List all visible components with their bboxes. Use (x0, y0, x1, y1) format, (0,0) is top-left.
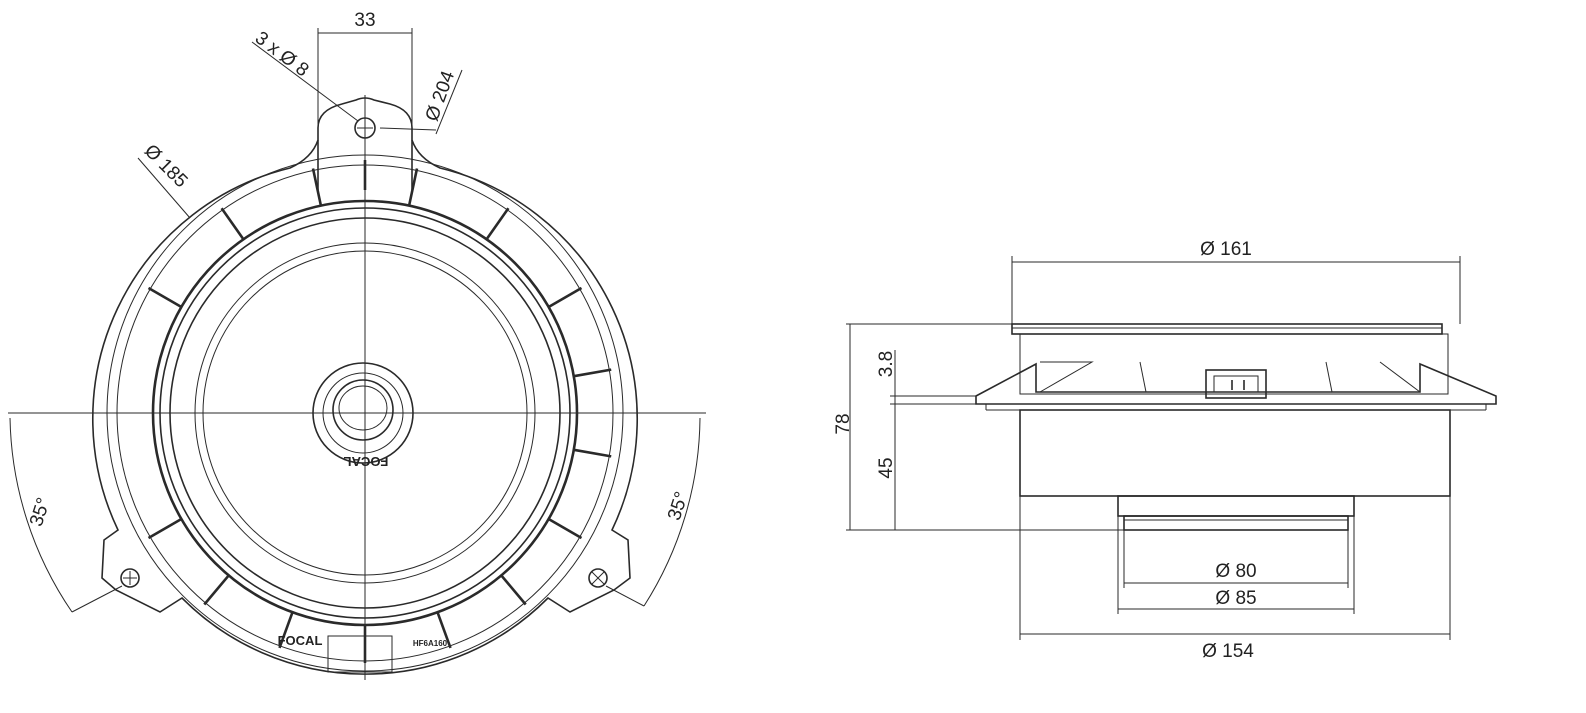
angle-arc-right (643, 417, 701, 607)
dim-45-label: 45 (876, 457, 897, 478)
dim-80-label: Ø 80 (1215, 561, 1256, 582)
dim-204-leader (435, 69, 463, 135)
angle-label-left: 35° (26, 495, 55, 529)
magnet-base (1123, 515, 1349, 531)
dim-78-label: 78 (833, 413, 854, 434)
mount-rib (311, 168, 323, 206)
mount-rib (500, 574, 527, 606)
cone-inner-edge (202, 250, 528, 576)
mounting-hole-left (120, 568, 140, 588)
top-flange (1011, 323, 1443, 335)
terminal-block (327, 635, 393, 673)
mount-rib (278, 611, 294, 649)
dim-204-label: Ø 204 (422, 68, 460, 124)
side-rib-right-1 (1325, 361, 1333, 393)
mount-rib (547, 517, 583, 540)
mounting-hole-right-cross-b (591, 571, 605, 585)
mounting-ring-side (975, 362, 1497, 405)
front-view: FOCAL FOCAL HF6A160 33 3 x Ø 8 Ø 204 (8, 10, 706, 680)
dim-185-leader (137, 157, 191, 219)
mount-rib (547, 286, 583, 309)
dim-204-tick (379, 127, 437, 131)
mount-ribs (147, 168, 612, 663)
upper-body (1019, 333, 1449, 395)
mount-rib (573, 448, 612, 458)
mount-ring-inner (106, 154, 624, 672)
model-label: HF6A160 (413, 639, 448, 648)
bottom-logo: FOCAL (278, 633, 323, 648)
speaker-frame-ring (151, 199, 579, 627)
angle-label-right: 35° (664, 489, 693, 523)
cone-outer-edge (194, 242, 536, 584)
mount-rib (436, 611, 452, 649)
side-view: Ø 161 78 3.8 45 Ø 80 Ø 85 Ø 154 (833, 239, 1497, 662)
mounting-hole-top (354, 117, 376, 139)
mount-rib (485, 207, 510, 241)
mount-rib (147, 517, 183, 540)
dim-161-label: Ø 161 (1200, 239, 1252, 260)
magnet-outer (1117, 495, 1355, 517)
surround-ring (169, 217, 561, 609)
lower-basket (1019, 409, 1451, 497)
connector-inner (1213, 375, 1259, 393)
angle-leader-right (605, 585, 645, 607)
tweeter-ring (322, 372, 404, 454)
mount-rib (573, 368, 612, 378)
dim-85-label: Ø 85 (1215, 588, 1256, 609)
tweeter-dome (332, 379, 394, 441)
dim-holes-leader (251, 41, 359, 122)
side-rib-right-2 (1379, 361, 1421, 393)
mount-rib (220, 207, 245, 241)
side-rib-left-2 (1139, 361, 1147, 393)
angle-leader-left (71, 585, 123, 613)
side-rib-left-1 (1039, 361, 1094, 393)
dim-holes-label: 3 x Ø 8 (251, 28, 313, 82)
tweeter-dome-inner (338, 385, 388, 431)
dim-154-label: Ø 154 (1202, 641, 1254, 662)
mount-rib (407, 168, 419, 206)
dim-185-label: Ø 185 (140, 141, 191, 192)
mount-rib (147, 286, 183, 309)
tweeter-outer (312, 362, 414, 464)
dim-38-label: 3.8 (876, 351, 897, 377)
dim-33-label: 33 (354, 10, 375, 31)
angle-arc-left (9, 417, 73, 613)
speaker-frame-ring-2 (159, 207, 571, 619)
connector-housing (1205, 369, 1267, 399)
outer-mounting-ring (91, 97, 639, 675)
mounting-hole-right (588, 568, 608, 588)
front-logo: FOCAL (344, 454, 389, 469)
mount-rib (203, 574, 230, 606)
